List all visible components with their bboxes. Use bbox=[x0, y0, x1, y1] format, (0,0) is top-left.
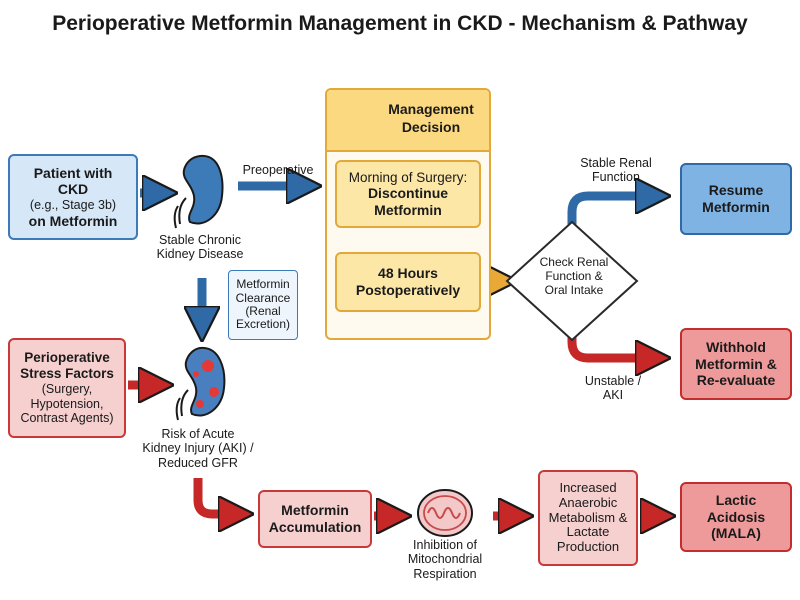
morning-of-surgery-box: Morning of Surgery: Discontinue Metformi… bbox=[335, 160, 481, 228]
clearance-line2: Clearance bbox=[235, 290, 291, 305]
anaerobic-line1: Increased bbox=[559, 479, 617, 495]
patient-box: Patient with CKD (e.g., Stage 3b) on Met… bbox=[8, 154, 138, 240]
clearance-line4: Excretion) bbox=[235, 317, 291, 332]
management-header-line1: Management bbox=[388, 101, 474, 117]
postoperative-box: 48 Hours Postoperatively bbox=[335, 252, 481, 312]
unstable-line2: AKI bbox=[602, 388, 624, 403]
check-renal-label: Check Renal Function & Oral Intake bbox=[522, 255, 626, 297]
arrow-check-to-withhold bbox=[567, 325, 655, 358]
unstable-aki-label: Unstable / AKI bbox=[578, 374, 648, 403]
withhold-line1: Withhold bbox=[706, 339, 766, 356]
resume-metformin-box: Resume Metformin bbox=[680, 163, 792, 235]
accumulation-line2: Accumulation bbox=[268, 519, 362, 535]
mito-line3: Respiration bbox=[413, 566, 477, 581]
resume-line1: Resume bbox=[708, 182, 764, 199]
clearance-line3: (Renal bbox=[245, 304, 281, 318]
aki-line3: Reduced GFR bbox=[158, 455, 238, 470]
patient-line2: CKD bbox=[57, 181, 89, 198]
resume-line2: Metformin bbox=[702, 199, 770, 215]
post-line1: 48 Hours bbox=[378, 265, 438, 282]
management-header-line2: Decision bbox=[401, 118, 461, 135]
stable-kidney-line2: Kidney Disease bbox=[156, 247, 244, 262]
lactic-acidosis-box: Lactic Acidosis (MALA) bbox=[680, 482, 792, 552]
morning-line2: Discontinue bbox=[367, 185, 449, 202]
preoperative-label: Preoperative bbox=[242, 163, 314, 177]
lactic-line3: (MALA) bbox=[711, 525, 761, 542]
anaerobic-line2: Anaerobic bbox=[558, 494, 618, 510]
stable-renal-label: Stable Renal Function bbox=[568, 156, 664, 185]
stable-kidney-label: Stable Chronic Kidney Disease bbox=[140, 233, 260, 262]
patient-line1: Patient with bbox=[33, 164, 113, 181]
mitochondria-icon bbox=[417, 489, 473, 537]
arrow-check-to-resume bbox=[567, 196, 655, 238]
mitochondrial-label: Inhibition of Mitochondrial Respiration bbox=[395, 538, 495, 581]
anaerobic-line5: Production bbox=[556, 539, 620, 555]
check-line1: Check Renal bbox=[539, 255, 609, 269]
anaerobic-line3: Metabolism & bbox=[548, 509, 628, 525]
page-title: Perioperative Metformin Management in CK… bbox=[52, 12, 748, 35]
stress-line4: Hypotension, bbox=[30, 396, 104, 411]
aki-risk-label: Risk of Acute Kidney Injury (AKI) / Redu… bbox=[128, 427, 268, 470]
stress-factors-box: Perioperative Stress Factors (Surgery, H… bbox=[8, 338, 126, 438]
check-renal-diamond bbox=[505, 220, 639, 342]
stable-function-line2: Function bbox=[592, 170, 640, 185]
lactic-line2: Acidosis bbox=[706, 508, 766, 525]
healthy-kidney-icon bbox=[173, 154, 224, 229]
clearance-line1: Metformin bbox=[236, 277, 290, 292]
withhold-line3: Re-evaluate bbox=[696, 372, 776, 389]
arrow-aki-to-accumulation bbox=[193, 478, 238, 514]
morning-line1: Morning of Surgery: bbox=[348, 169, 468, 185]
unstable-line1: Unstable / bbox=[584, 374, 642, 388]
check-line2: Function & bbox=[545, 268, 603, 283]
metformin-accumulation-box: Metformin Accumulation bbox=[258, 490, 372, 548]
stable-kidney-line1: Stable Chronic bbox=[159, 233, 241, 247]
morning-line3: Metformin bbox=[374, 201, 442, 218]
mito-line1: Inhibition of bbox=[413, 538, 477, 552]
anaerobic-metabolism-box: Increased Anaerobic Metabolism & Lactate… bbox=[538, 470, 638, 566]
mito-line2: Mitochondrial bbox=[407, 552, 483, 567]
stress-line2: Stress Factors bbox=[20, 365, 114, 381]
patient-line4: on Metformin bbox=[28, 212, 118, 229]
accumulation-line1: Metformin bbox=[281, 502, 349, 519]
stable-function-line1: Stable Renal bbox=[580, 156, 652, 170]
stress-line1: Perioperative bbox=[24, 349, 110, 365]
anaerobic-line4: Lactate bbox=[566, 524, 610, 540]
post-line2: Postoperatively bbox=[355, 282, 461, 298]
withhold-metformin-box: Withhold Metformin & Re-evaluate bbox=[680, 328, 792, 400]
aki-line2: Kidney Injury (AKI) / bbox=[142, 441, 254, 456]
check-line3: Oral Intake bbox=[544, 282, 604, 297]
management-decision-header: Management Decision bbox=[327, 90, 489, 152]
aki-line1: Risk of Acute bbox=[161, 427, 235, 441]
stress-line5: Contrast Agents) bbox=[20, 411, 114, 426]
stress-line3: (Surgery, bbox=[41, 381, 93, 396]
lactic-line1: Lactic bbox=[715, 492, 757, 509]
patient-line3: (e.g., Stage 3b) bbox=[29, 197, 117, 212]
withhold-line2: Metformin & bbox=[695, 355, 777, 372]
damaged-kidney-icon bbox=[175, 346, 226, 421]
clearance-box: Metformin Clearance (Renal Excretion) bbox=[228, 270, 298, 340]
